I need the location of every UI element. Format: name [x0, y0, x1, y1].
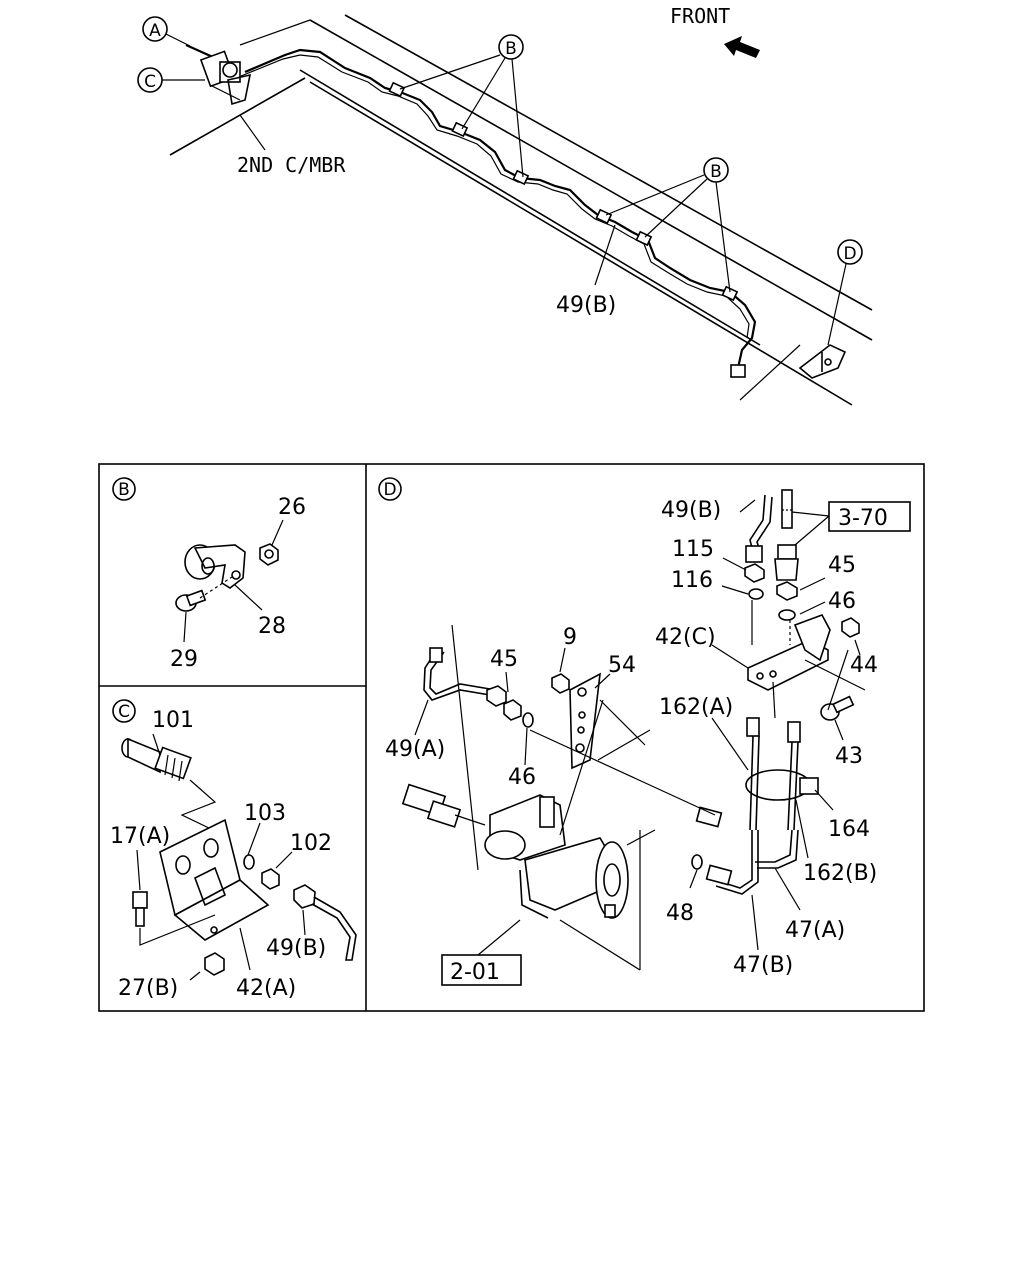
label-29: 29 [170, 647, 198, 672]
nut-icon [204, 952, 225, 976]
pipe-clips [388, 81, 746, 378]
panel-d: D [378, 477, 911, 986]
washer-icon [243, 854, 255, 870]
label-101: 101 [152, 708, 194, 733]
switch-icon [774, 489, 799, 621]
panel-c-title: C [118, 702, 130, 722]
label-116: 116 [671, 568, 713, 593]
panel-c: C [110, 699, 357, 1001]
nut-icon [551, 673, 570, 694]
front-fitting-assembly [185, 43, 252, 106]
pipes-47 [695, 806, 799, 895]
label-17a: 17(A) [110, 824, 170, 849]
label-49b-d: 49(B) [661, 498, 721, 523]
label-43: 43 [835, 744, 863, 769]
pipe-label-49b: 49(B) [556, 293, 616, 318]
upper-pipe-fitting [744, 494, 773, 600]
callout-a-letter: A [149, 21, 161, 41]
nut-icon [841, 617, 860, 638]
front-arrow-icon [724, 36, 760, 58]
callout-c-letter: C [144, 72, 156, 92]
label-27b: 27(B) [118, 976, 178, 1001]
front-label: FRONT [670, 4, 730, 28]
left-pipe-fitting [423, 647, 534, 728]
label-26: 26 [278, 495, 306, 520]
bracket-icon [747, 614, 831, 691]
nut-icon [261, 868, 280, 890]
label-44: 44 [850, 653, 878, 678]
callout-b-upper: B [399, 34, 524, 178]
label-49a: 49(A) [385, 737, 445, 762]
relay-valve-icon [401, 783, 629, 919]
panel-b-title: B [118, 480, 130, 500]
label-47a: 47(A) [785, 918, 845, 943]
detail-frames [98, 463, 925, 1012]
label-45-d: 45 [828, 553, 856, 578]
label-48: 48 [666, 901, 694, 926]
mounting-plate-icon [569, 672, 601, 770]
fitting-icon [121, 737, 192, 782]
callout-b-upper-letter: B [505, 39, 517, 59]
bolt-icon [820, 695, 855, 721]
callout-d: D [827, 239, 863, 346]
washer-icon [691, 854, 703, 870]
brake-pipe [244, 48, 757, 369]
label-162a: 162(A) [659, 695, 733, 720]
label-103: 103 [244, 801, 286, 826]
label-47b: 47(B) [733, 953, 793, 978]
callout-a: A [142, 16, 191, 47]
ref-2-01: 2-01 [450, 960, 500, 985]
bolt-icon [132, 891, 148, 927]
panel-b: B 26 28 29 [112, 477, 306, 672]
label-45-left: 45 [490, 647, 518, 672]
label-46-left: 46 [508, 765, 536, 790]
ref-3-70: 3-70 [838, 506, 888, 531]
label-162b: 162(B) [803, 861, 877, 886]
clip-icon [184, 544, 246, 589]
member-label: 2ND C/MBR [237, 153, 346, 177]
rear-bracket [798, 344, 847, 379]
callout-b-lower: B [605, 157, 731, 293]
label-102: 102 [290, 831, 332, 856]
top-view: FRONT A C B B [137, 4, 873, 406]
label-28: 28 [258, 614, 286, 639]
label-9: 9 [563, 625, 577, 650]
bracket-icon [159, 818, 270, 941]
frame-rails [169, 14, 873, 406]
label-54: 54 [608, 653, 636, 678]
label-164: 164 [828, 817, 870, 842]
label-42a: 42(A) [236, 976, 296, 1001]
panel-d-title: D [383, 480, 396, 500]
label-49b-c: 49(B) [266, 936, 326, 961]
label-42c: 42(C) [655, 625, 716, 650]
callout-c: C [137, 67, 205, 93]
bolt-icon [175, 589, 207, 612]
label-46-d: 46 [828, 589, 856, 614]
callout-b-lower-letter: B [710, 162, 722, 182]
nut-icon [259, 543, 279, 566]
label-115: 115 [672, 537, 714, 562]
hoses-clamp [745, 717, 819, 831]
callout-d-letter: D [843, 244, 856, 264]
pipe-fitting-icon [293, 884, 357, 961]
